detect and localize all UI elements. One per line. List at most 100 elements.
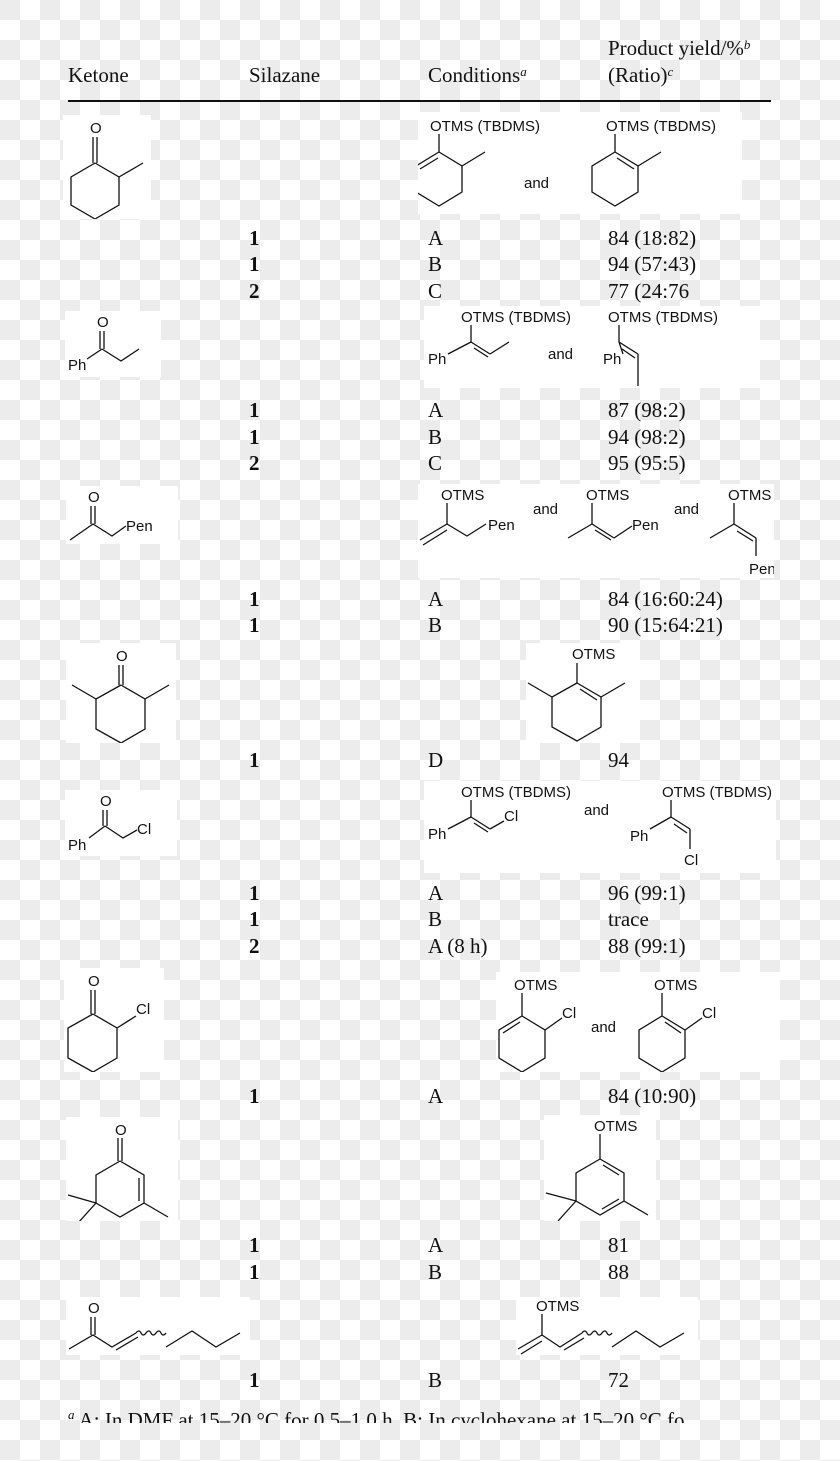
- yield-value: 88 (99:1): [608, 934, 686, 958]
- ketone-structure-2-6-dimethylcyclohexanone: O: [66, 643, 176, 743]
- svg-text:OTMS: OTMS: [441, 487, 484, 504]
- yield-value: 84 (16:60:24): [608, 587, 723, 611]
- conditions-value: A: [428, 226, 444, 250]
- yield-value: 88: [608, 1260, 629, 1284]
- product-structures-entry-1: OTMS (TBDMS) and OTMS (TBDMS): [418, 112, 742, 214]
- ketone-structure-2-chloroacetophenone: O Ph Cl: [65, 790, 177, 856]
- svg-text:O: O: [97, 314, 109, 331]
- silazane-value: 1: [249, 1260, 260, 1284]
- svg-text:OTMS: OTMS: [728, 487, 771, 504]
- svg-text:Pen: Pen: [126, 518, 153, 535]
- conditions-value: B: [428, 252, 443, 276]
- svg-text:O: O: [100, 793, 112, 810]
- conditions-value: B: [428, 907, 443, 931]
- svg-text:Cl: Cl: [562, 1005, 576, 1022]
- conditions-value: D: [428, 748, 444, 772]
- svg-text:and: and: [591, 1019, 616, 1036]
- svg-text:and: and: [533, 501, 558, 518]
- silazane-value: 1: [249, 881, 260, 905]
- svg-text:Cl: Cl: [684, 852, 698, 869]
- ketone-structure-2-methylcyclohexanone: O: [63, 115, 151, 219]
- conditions-value: A: [428, 881, 444, 905]
- svg-text:Pen: Pen: [749, 561, 774, 578]
- conditions-value: A: [428, 398, 444, 422]
- yield-value: 77 (24:76: [608, 279, 690, 303]
- ketone-structure-2-chlorocyclohexanone: O Cl: [64, 968, 164, 1072]
- conditions-value: A (8 h): [428, 934, 488, 958]
- header-rule: [68, 100, 771, 102]
- product-structures-entry-6: OTMS Cl and OTMS Cl: [496, 972, 780, 1072]
- svg-text:OTMS (TBDMS): OTMS (TBDMS): [606, 118, 716, 135]
- footnote-marker-c: c: [667, 64, 674, 79]
- silazane-value: 1: [249, 252, 260, 276]
- svg-text:Ph: Ph: [603, 351, 621, 368]
- svg-text:and: and: [524, 175, 549, 192]
- silazane-value: 1: [249, 748, 260, 772]
- svg-text:O: O: [115, 1122, 127, 1139]
- yield-value: 90 (15:64:21): [608, 613, 723, 637]
- silazane-value: 1: [249, 613, 260, 637]
- conditions-value: C: [428, 279, 443, 303]
- silazane-value: 2: [249, 451, 260, 475]
- svg-text:OTMS (TBDMS): OTMS (TBDMS): [430, 118, 540, 135]
- silazane-value: 1: [249, 398, 260, 422]
- conditions-value: A: [428, 1233, 444, 1257]
- conditions-label: Conditions: [428, 63, 521, 87]
- yield-value: 95 (95:5): [608, 451, 686, 475]
- conditions-value: B: [428, 1368, 443, 1392]
- svg-text:OTMS (TBDMS): OTMS (TBDMS): [461, 784, 571, 801]
- svg-text:Cl: Cl: [702, 1005, 716, 1022]
- svg-text:Cl: Cl: [137, 821, 151, 838]
- conditions-value: B: [428, 425, 443, 449]
- column-header-conditions: Conditionsa: [428, 63, 527, 87]
- footnote-marker-b: b: [743, 37, 751, 52]
- svg-text:Ph: Ph: [68, 837, 86, 854]
- conditions-value: B: [428, 613, 443, 637]
- conditions-value: A: [428, 1084, 444, 1108]
- footnote-text: A: In DMF at 15–20 °C for 0.5–1.0 h. B: …: [74, 1408, 685, 1423]
- ketone-structure-isophorone: O: [66, 1117, 178, 1221]
- ketone-structure-pentyl-acetone: O Pen: [66, 486, 178, 544]
- yield-value: 96 (99:1): [608, 881, 686, 905]
- footnote-marker-a: a: [520, 64, 527, 79]
- silazane-value: 1: [249, 1233, 260, 1257]
- svg-text:and: and: [548, 346, 573, 363]
- silazane-value: 1: [249, 226, 260, 250]
- svg-text:O: O: [90, 120, 102, 137]
- product-structures-entry-3: OTMS Pen and OTMS Pen and OTMS Pen: [418, 484, 774, 578]
- ketone-structure-propiophenone: O Ph: [65, 311, 161, 377]
- product-structure-entry-7: OTMS: [544, 1115, 656, 1221]
- svg-text:Ph: Ph: [428, 826, 446, 843]
- ketone-structure-3-octen-2-one: O: [66, 1297, 250, 1355]
- column-header-yield: Product yield/%b: [608, 36, 750, 60]
- svg-text:Cl: Cl: [136, 1001, 150, 1018]
- yield-value: trace: [608, 907, 649, 931]
- svg-text:OTMS: OTMS: [594, 1118, 637, 1135]
- yield-value: 94 (57:43): [608, 252, 697, 276]
- product-structures-entry-2: OTMS (TBDMS) Ph and OTMS (TBDMS) Ph: [424, 306, 760, 388]
- svg-text:OTMS: OTMS: [586, 487, 629, 504]
- svg-text:OTMS: OTMS: [654, 977, 697, 994]
- ratio-label: (Ratio): [608, 63, 668, 87]
- column-header-silazane: Silazane: [249, 63, 321, 87]
- silazane-value: 1: [249, 587, 260, 611]
- conditions-value: A: [428, 587, 444, 611]
- silazane-value: 1: [249, 907, 260, 931]
- svg-text:OTMS: OTMS: [514, 977, 557, 994]
- svg-text:O: O: [116, 648, 128, 665]
- svg-text:Ph: Ph: [68, 357, 86, 374]
- svg-text:OTMS (TBDMS): OTMS (TBDMS): [662, 784, 772, 801]
- yield-value: 72: [608, 1368, 629, 1392]
- yield-label: Product yield/%: [608, 36, 744, 60]
- yield-value: 84 (10:90): [608, 1084, 697, 1108]
- svg-text:and: and: [674, 501, 699, 518]
- footnote: a A: In DMF at 15–20 °C for 0.5–1.0 h. B…: [68, 1400, 773, 1423]
- svg-text:Pen: Pen: [632, 517, 659, 534]
- product-structures-entry-5: OTMS (TBDMS) Ph Cl and OTMS (TBDMS) Ph C…: [424, 781, 776, 873]
- column-header-ratio: (Ratio)c: [608, 63, 673, 87]
- silazane-value: 1: [249, 1084, 260, 1108]
- yield-value: 94: [608, 748, 629, 772]
- column-header-ketone: Ketone: [68, 63, 129, 87]
- product-structure-entry-4: OTMS: [526, 643, 640, 743]
- silazane-value: 1: [249, 1368, 260, 1392]
